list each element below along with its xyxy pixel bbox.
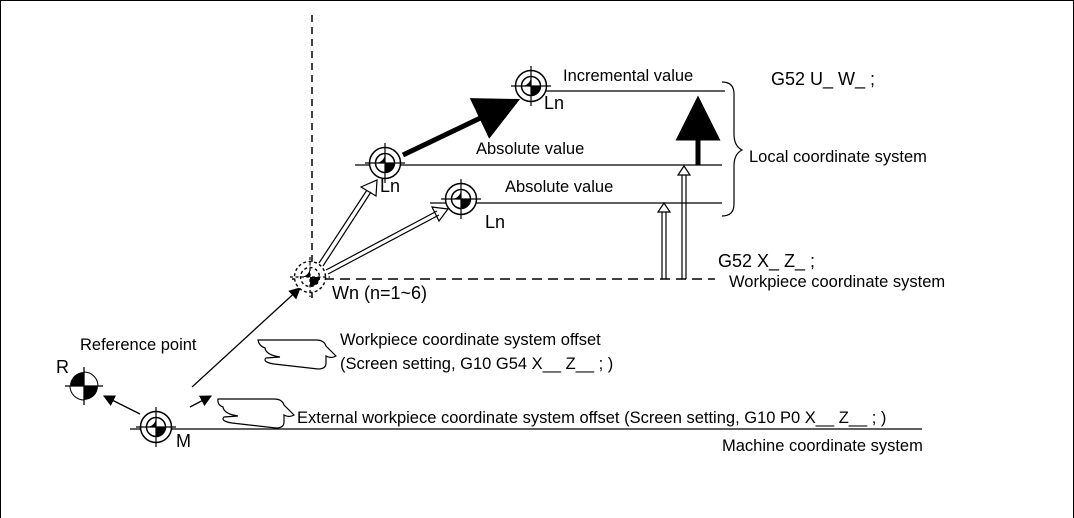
workpiece-offset-label: Workpiece coordinate system offset [340,331,601,349]
incremental-bold-arrow [401,98,521,158]
arrow-m-to-wn [191,287,301,388]
hollow-arrow-workpiece-b [676,164,692,279]
ln-top-label: Ln [544,93,564,113]
symbol-ln-mid [365,143,405,183]
hollow-arrow-to-ln-low [325,206,450,275]
absolute-value-lower-label: Absolute value [505,178,613,196]
hand-icon-workpiece-offset [257,339,337,370]
local-coordinate-system-label: Local coordinate system [749,148,927,166]
ln-low-label: Ln [485,212,505,232]
arrow-m-to-r [102,395,141,415]
hollow-arrow-to-ln-mid [318,179,378,267]
arrow-m-to-ext [189,395,213,408]
symbol-reference-point [65,367,103,405]
ln-mid-label: Ln [380,176,400,196]
symbol-ln-low [441,179,481,219]
reference-point-label: Reference point [80,336,197,354]
wn-label: Wn (n=1~6) [332,283,427,303]
machine-coordinate-system-label: Machine coordinate system [722,437,923,455]
hollow-arrows [318,164,692,279]
absolute-value-upper-label: Absolute value [476,140,584,158]
m-label: M [176,431,191,451]
symbol-wn [290,257,330,297]
workpiece-coordinate-system-label: Workpiece coordinate system [729,273,945,291]
g52-xz-code: G52 X_ Z_ ; [718,251,815,272]
workpiece-offset-detail-label: (Screen setting, G10 G54 X__ Z__ ; ) [340,355,613,373]
hand-icon-external-offset [217,398,295,429]
incremental-value-label: Incremental value [563,67,693,85]
symbol-ln-top [511,66,551,106]
external-offset-label: External workpiece coordinate system off… [297,409,886,427]
r-label: R [56,357,69,377]
local-cs-brace [721,81,744,217]
symbol-m [136,407,176,447]
hollow-arrow-workpiece-a [656,201,672,279]
g52-uw-code: G52 U_ W_ ; [771,69,875,90]
